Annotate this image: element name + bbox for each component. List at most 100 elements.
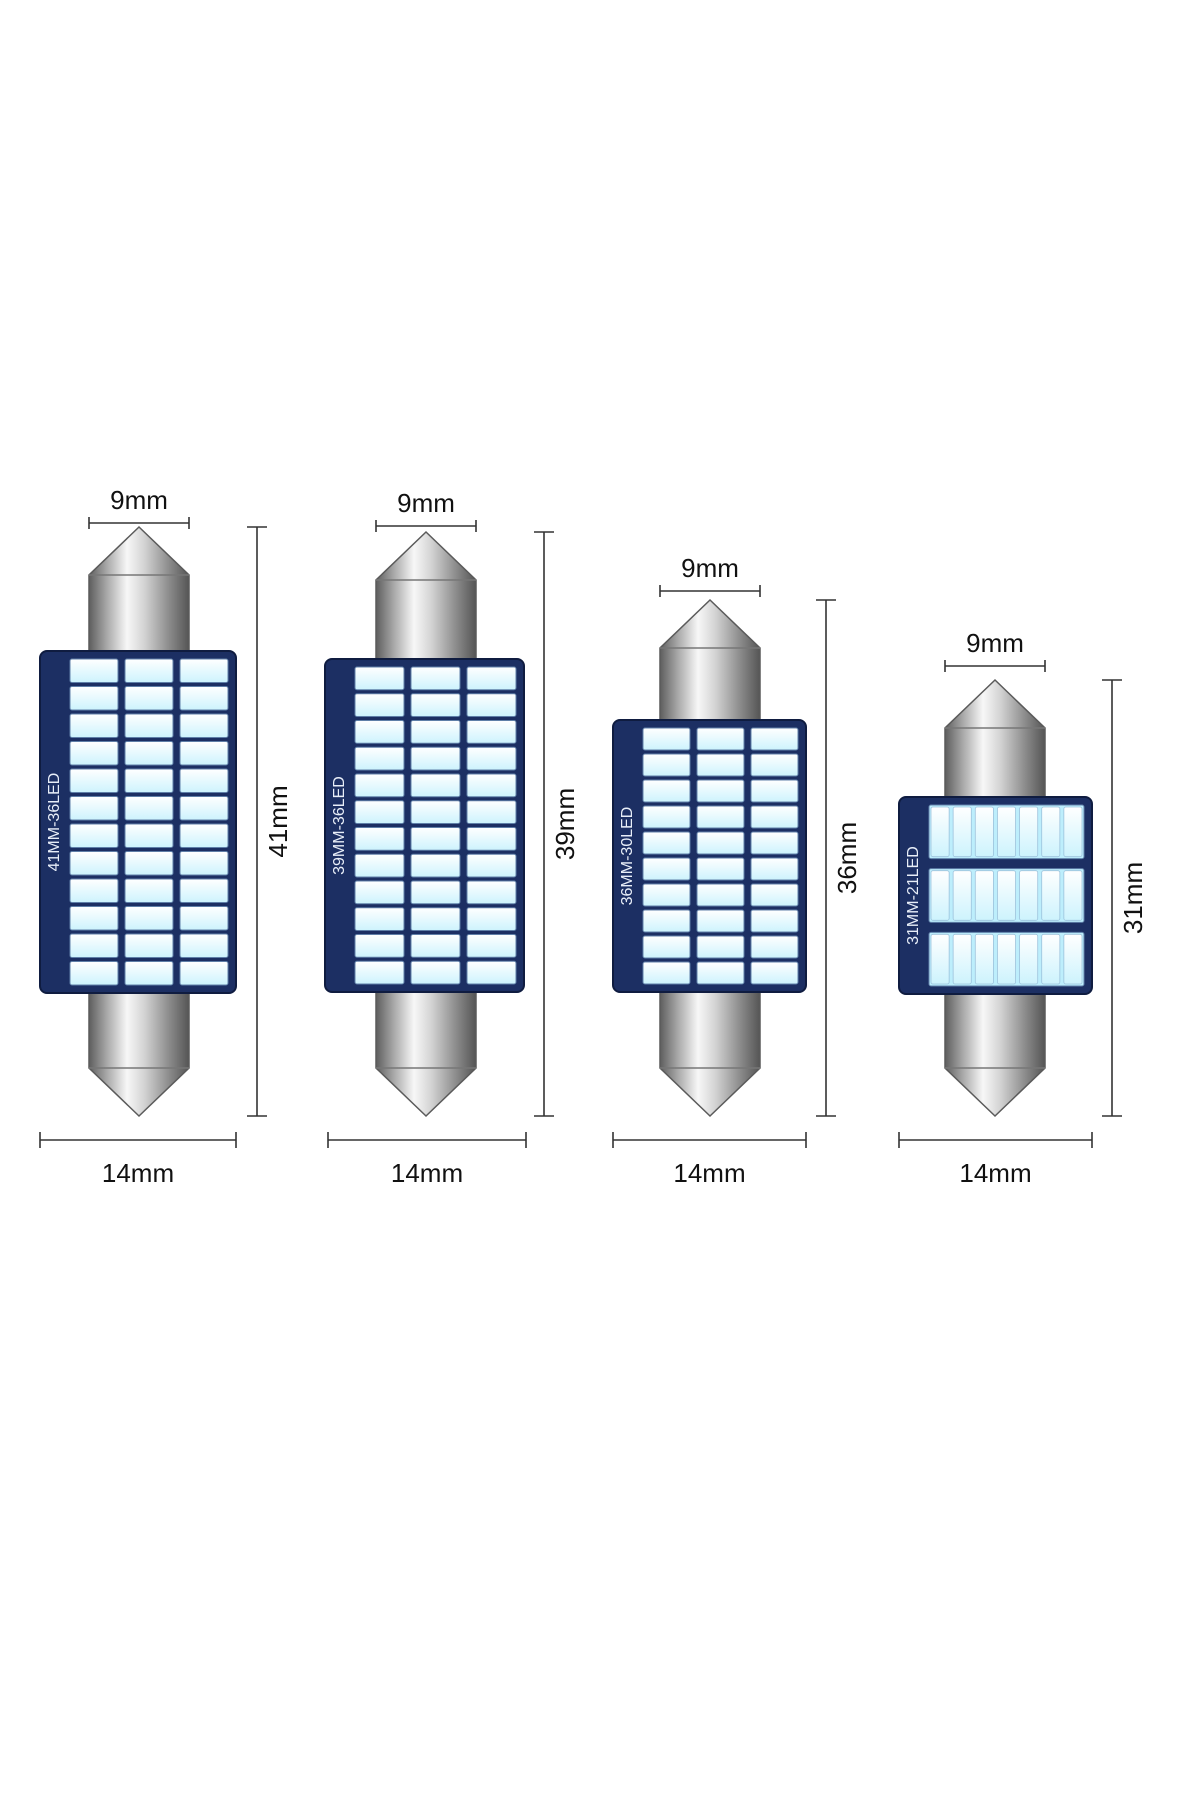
led-chip [179, 796, 229, 821]
led-chip [974, 933, 994, 985]
led-chip [69, 713, 119, 738]
led-chip [696, 779, 745, 803]
led-chip [179, 713, 229, 738]
led-chip [124, 851, 174, 876]
led-chip [124, 823, 174, 848]
length-label: 36mm [832, 822, 862, 894]
bulb-31mm: 31MM-21LED 9mm 31mm 14mm [898, 628, 1148, 1188]
pcb-label: 41MM-36LED [46, 773, 63, 872]
led-chip [354, 746, 405, 771]
led-chip [410, 773, 461, 798]
width-label: 14mm [959, 1158, 1031, 1188]
tip-diameter-label: 9mm [681, 553, 739, 583]
led-chip [466, 880, 517, 905]
led-chip [750, 961, 799, 985]
led-chip [696, 909, 745, 933]
led-chip [354, 693, 405, 717]
dimension-lines [612, 585, 836, 1148]
led-chip [124, 878, 174, 903]
led-chip [952, 806, 972, 858]
tip-diameter-label: 9mm [110, 485, 168, 515]
led-chip [354, 960, 405, 985]
width-label: 14mm [391, 1158, 463, 1188]
led-chip [69, 658, 119, 683]
pcb-label: 36MM-30LED [619, 807, 636, 906]
length-label: 41mm [263, 785, 293, 857]
led-chip [750, 935, 799, 959]
led-array [642, 727, 799, 985]
led-chip [466, 693, 517, 717]
led-chip [642, 909, 691, 933]
led-chip [69, 796, 119, 821]
led-chip [696, 753, 745, 777]
led-chip [1019, 933, 1039, 985]
led-chip [466, 773, 517, 798]
led-chip [466, 960, 517, 985]
led-chip [354, 827, 405, 851]
led-chip [930, 870, 950, 921]
tip-diameter-label: 9mm [966, 628, 1024, 658]
led-chip [642, 831, 691, 855]
dimension-lines [39, 517, 267, 1148]
led-chip [1041, 806, 1061, 858]
led-chip [642, 779, 691, 803]
led-chip [466, 800, 517, 824]
led-chip [1041, 933, 1061, 985]
led-chip [466, 746, 517, 771]
led-chip [466, 827, 517, 851]
led-chip [69, 933, 119, 958]
width-label: 14mm [673, 1158, 745, 1188]
led-chip [179, 658, 229, 683]
led-chip [69, 906, 119, 931]
led-chip [124, 796, 174, 821]
led-chip [750, 805, 799, 829]
led-chip [466, 853, 517, 878]
metal-cap-bottom [375, 981, 477, 1118]
led-chip [124, 686, 174, 711]
led-chip [1063, 806, 1083, 858]
led-chip [696, 727, 745, 751]
led-chip [642, 883, 691, 907]
led-chip [750, 857, 799, 881]
led-chip [354, 934, 405, 958]
led-chip [69, 741, 119, 766]
led-chip [750, 909, 799, 933]
led-chip [124, 933, 174, 958]
led-chip [997, 806, 1016, 858]
led-chip [642, 857, 691, 881]
led-chip [179, 906, 229, 931]
length-label: 39mm [550, 788, 580, 860]
led-chip [642, 805, 691, 829]
led-chip [354, 800, 405, 824]
led-chip [410, 746, 461, 771]
led-chip [124, 741, 174, 766]
led-chip [642, 961, 691, 985]
width-label: 14mm [102, 1158, 174, 1188]
led-chip [750, 753, 799, 777]
led-chip [410, 720, 461, 744]
led-chip [179, 961, 229, 986]
pcb-label: 31MM-21LED [905, 846, 922, 945]
led-chip [69, 878, 119, 903]
led-chip [69, 961, 119, 986]
led-chip [696, 857, 745, 881]
led-chip [750, 727, 799, 751]
led-chip [466, 666, 517, 691]
led-chip [354, 853, 405, 878]
led-chip [410, 853, 461, 878]
led-chip [642, 727, 691, 751]
led-chip [1063, 933, 1083, 985]
led-chip [696, 805, 745, 829]
led-chip [642, 935, 691, 959]
led-chip [124, 713, 174, 738]
led-chip [750, 831, 799, 855]
led-chip [124, 961, 174, 986]
dimension-lines [327, 520, 554, 1148]
led-chip [1063, 870, 1083, 921]
led-chip [410, 666, 461, 691]
led-chip [997, 933, 1016, 985]
led-array [354, 666, 517, 985]
length-label: 31mm [1118, 862, 1148, 934]
led-chip [952, 933, 972, 985]
